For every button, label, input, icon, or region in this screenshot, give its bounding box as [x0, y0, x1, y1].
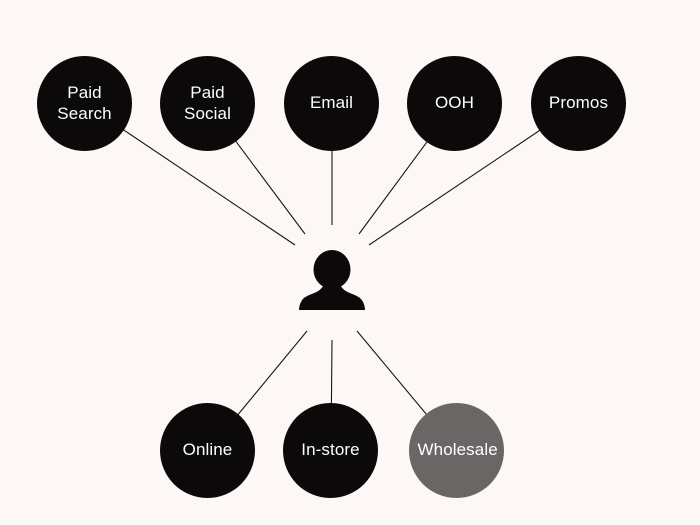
person-silhouette-icon [299, 250, 365, 310]
node-paid-search-label: Paid Search [57, 82, 112, 123]
node-in-store: In-store [283, 403, 378, 498]
node-online-label: Online [182, 440, 233, 460]
node-paid-social: Paid Social [160, 56, 255, 151]
node-online: Online [160, 403, 255, 498]
node-paid-search: Paid Search [37, 56, 132, 151]
node-ooh-label: OOH [434, 93, 475, 113]
node-promos: Promos [531, 56, 626, 151]
node-ooh: OOH [407, 56, 502, 151]
node-email: Email [284, 56, 379, 151]
node-email-label: Email [309, 93, 353, 113]
node-paid-social-label: Paid Social [184, 82, 231, 123]
node-wholesale: Wholesale [409, 403, 504, 498]
node-in-store-label: In-store [301, 440, 360, 460]
node-wholesale-label: Wholesale [417, 440, 498, 460]
node-promos-label: Promos [548, 93, 609, 113]
